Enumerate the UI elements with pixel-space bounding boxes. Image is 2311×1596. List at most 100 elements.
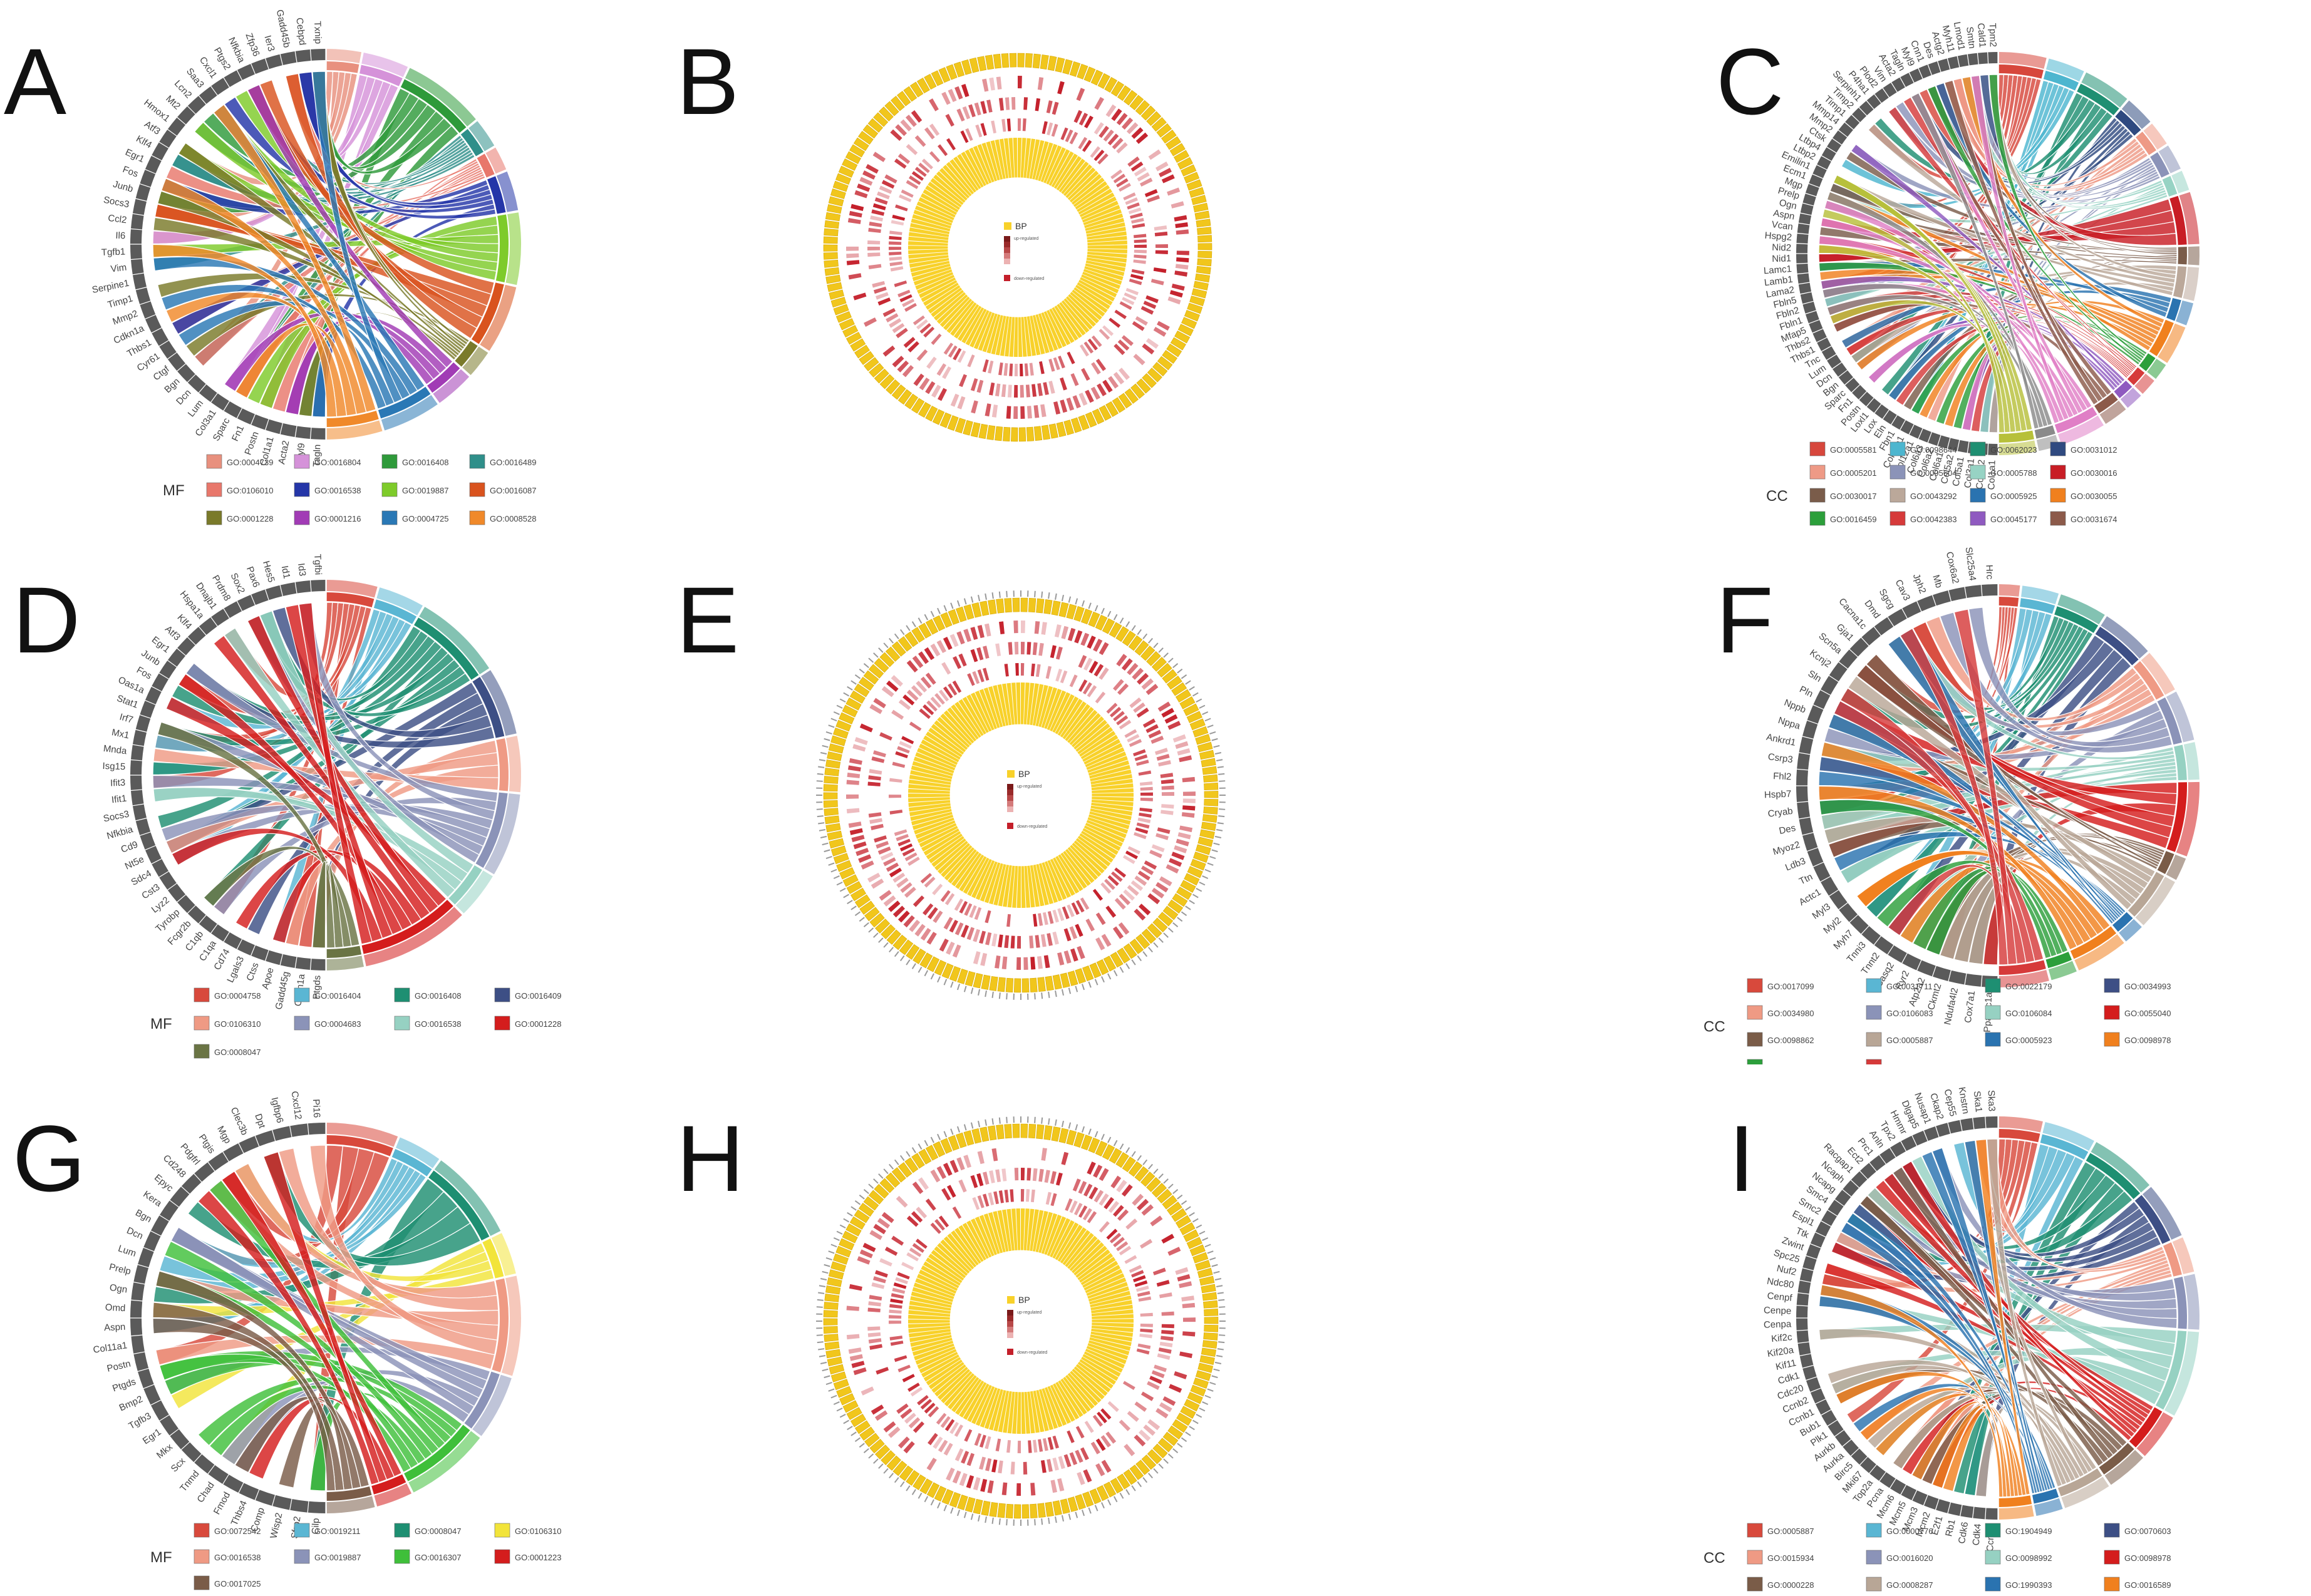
gene-bar	[1023, 138, 1031, 178]
regulation-mark	[891, 220, 904, 226]
legend-swatch	[1985, 978, 2001, 993]
gene-arc	[1810, 1388, 1826, 1404]
gene-label: Ptgis	[197, 1132, 217, 1155]
gene-bar	[939, 168, 970, 198]
regulation-mark	[1117, 683, 1129, 695]
gene-label: Nt5e	[123, 854, 146, 872]
gene-arc	[1891, 77, 1905, 92]
term-block	[824, 1302, 839, 1310]
term-arc	[2150, 152, 2169, 178]
gene-label: Apoe	[260, 967, 276, 991]
term-block	[823, 252, 838, 260]
regulation-mark	[1147, 1381, 1160, 1390]
outer-tick	[854, 674, 861, 679]
outer-tick	[833, 1237, 840, 1241]
scale-step	[1004, 247, 1010, 253]
gene-label: Clec3b	[229, 1106, 250, 1137]
term-arc-outer	[2183, 742, 2200, 780]
regulation-mark	[1087, 338, 1098, 351]
term-block	[932, 409, 945, 425]
outer-tick	[1196, 1413, 1202, 1418]
outer-tick	[1209, 1257, 1216, 1260]
regulation-mark	[896, 1195, 908, 1208]
term-block	[869, 363, 884, 378]
regulation-mark	[936, 1413, 947, 1425]
regulation-mark	[916, 319, 928, 330]
regulation-mark	[1114, 867, 1127, 878]
term-block	[919, 952, 933, 969]
regulation-mark	[1023, 97, 1028, 110]
gene-bar	[1055, 1381, 1080, 1420]
term-block	[906, 944, 920, 960]
regulation-mark	[1155, 250, 1168, 255]
gene-label: Kcnj2	[1807, 647, 1833, 670]
outer-tick	[1172, 922, 1179, 927]
regulation-mark	[1035, 664, 1041, 677]
term-arc	[2114, 380, 2133, 399]
regulation-mark	[991, 1148, 998, 1161]
term-block	[1140, 105, 1156, 121]
outer-tick	[825, 731, 832, 734]
legend-swatch	[1809, 441, 1826, 456]
term-block	[1083, 66, 1096, 83]
regulation-mark	[932, 883, 943, 895]
regulation-mark	[1127, 662, 1139, 676]
term-block	[989, 976, 998, 991]
regulation-mark	[1111, 871, 1123, 882]
regulation-mark	[1147, 195, 1160, 203]
gene-bar	[967, 857, 990, 897]
term-block	[1025, 53, 1033, 68]
outer-tick	[899, 955, 905, 962]
regulation-mark	[923, 704, 934, 716]
term-block	[1195, 1370, 1211, 1381]
gene-bar	[970, 692, 992, 732]
gene-bar	[1047, 1386, 1067, 1426]
term-block	[993, 53, 1002, 69]
gene-label: Nuf2	[1776, 1263, 1797, 1278]
term-block	[981, 974, 991, 990]
outer-tick	[906, 625, 911, 631]
term-block	[1193, 202, 1209, 213]
gene-bar	[928, 287, 963, 314]
gene-bar	[1072, 1242, 1105, 1274]
gene-bar	[910, 1295, 952, 1308]
outer-tick	[950, 602, 954, 609]
term-block	[862, 124, 879, 139]
gene-bar	[1080, 200, 1119, 220]
regulation-mark	[902, 299, 915, 307]
gene-bar	[1069, 173, 1102, 203]
regulation-mark	[889, 1336, 903, 1341]
regulation-mark	[1076, 88, 1085, 101]
gene-bar	[1012, 866, 1018, 908]
outer-tick	[950, 981, 954, 988]
gene-bar	[1080, 734, 1119, 759]
outer-tick	[1147, 1163, 1153, 1170]
term-arc	[2043, 70, 2079, 91]
legend-swatch	[1890, 465, 1906, 480]
term-block	[858, 1203, 874, 1217]
term-arc-outer	[2188, 246, 2200, 265]
term-arc	[1998, 64, 2044, 79]
gene-bar	[913, 269, 953, 286]
term-arc	[2157, 851, 2174, 874]
regulation-mark	[1078, 655, 1087, 668]
gene-bar	[914, 1343, 954, 1361]
chord-ribbon	[278, 1148, 499, 1311]
regulation-mark	[869, 1230, 883, 1240]
regulation-mark	[1113, 372, 1125, 384]
regulation-mark	[1087, 1211, 1097, 1223]
regulation-mark	[1029, 363, 1034, 376]
regulation-mark	[1072, 1178, 1081, 1192]
regulation-mark	[896, 834, 909, 842]
gene-arc	[1973, 1116, 1986, 1130]
outer-tick	[1185, 1206, 1191, 1211]
term-block	[1184, 873, 1200, 886]
regulation-mark	[1001, 384, 1006, 398]
term-block	[1141, 929, 1157, 944]
gene-bar	[1004, 138, 1011, 178]
term-block	[886, 379, 901, 395]
gene-bar	[1061, 161, 1089, 195]
regulation-mark	[1148, 729, 1162, 739]
regulation-mark	[1161, 708, 1175, 718]
gene-label: Cebpd	[294, 17, 308, 46]
